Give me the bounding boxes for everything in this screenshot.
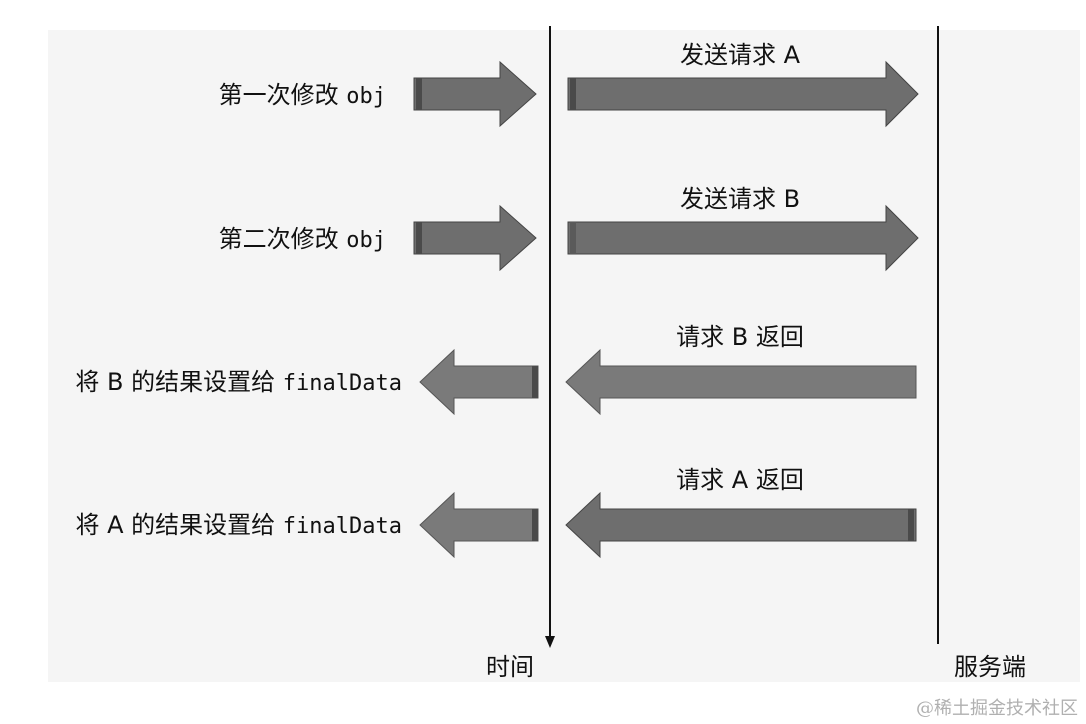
row-2-left-label: 第二次修改 obj: [219, 224, 386, 256]
row-3-long-arrow-left: [565, 348, 917, 416]
time-axis-line: [549, 26, 551, 638]
row-4-left-text: 将 A 的结果设置给: [75, 511, 276, 539]
row-3-left-text: 将 B 的结果设置给: [75, 368, 276, 396]
time-axis-label: 时间: [486, 653, 534, 681]
row-4-short-arrow-left: [419, 491, 539, 559]
row-1-left-code: obj: [346, 84, 386, 109]
server-line: [937, 26, 939, 644]
server-label: 服务端: [954, 653, 1026, 681]
row-4-left-label: 将 A 的结果设置给 finalData: [75, 510, 402, 542]
watermark: @稀土掘金技术社区: [916, 698, 1078, 719]
row-3-left-code: finalData: [282, 371, 402, 396]
row-1-long-arrow-right: [567, 60, 919, 128]
diagram-background: [48, 30, 1080, 682]
row-2-left-text: 第二次修改: [218, 225, 339, 253]
row-4-left-code: finalData: [282, 514, 402, 539]
time-axis-arrowhead: [545, 636, 555, 648]
row-2-left-code: obj: [346, 228, 386, 253]
row-1-short-arrow-right: [413, 60, 537, 128]
row-1-left-label: 第一次修改 obj: [219, 80, 386, 112]
row-3-short-arrow-left: [419, 348, 539, 416]
row-4-right-label: 请求 A 返回: [676, 466, 804, 494]
row-2-short-arrow-right: [413, 204, 537, 272]
row-2-right-label: 发送请求 B: [679, 185, 801, 213]
row-2-long-arrow-right: [567, 204, 919, 272]
row-4-long-arrow-left: [565, 491, 917, 559]
row-3-right-label: 请求 B 返回: [676, 323, 804, 351]
row-1-left-text: 第一次修改: [218, 81, 339, 109]
row-3-left-label: 将 B 的结果设置给 finalData: [75, 367, 402, 399]
row-1-right-label: 发送请求 A: [679, 41, 801, 69]
